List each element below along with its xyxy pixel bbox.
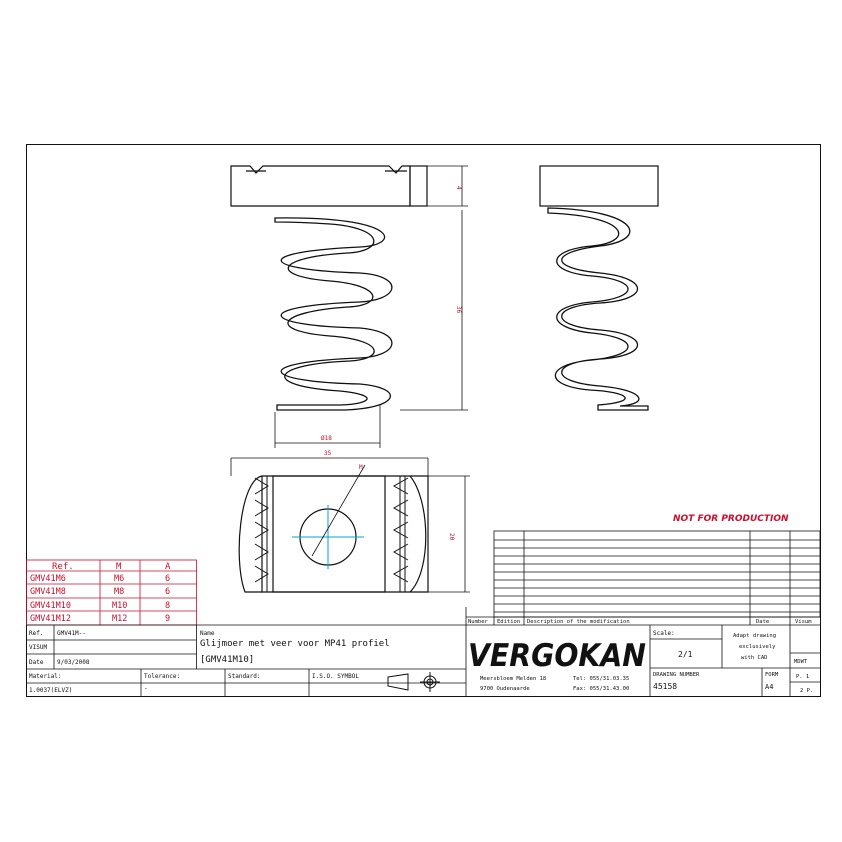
company-address-city: 9700 Oudenaarde [480,686,530,692]
title-block-grid [26,624,820,696]
ref-value: GMV41M-- [57,630,86,637]
date-label: Date [29,659,44,666]
company-tel: Tel: 055/31.03.35 [573,676,629,682]
page-number: P. 1 [796,674,809,680]
adapt-note-line3: with CAD [741,655,768,661]
drawing-number-value: 45158 [653,682,677,691]
part-code: [GMV41M10] [200,655,254,665]
ref-table-row: GMV41M8 [30,587,66,597]
side-spring [547,207,649,411]
scale-label: Scale: [653,630,675,637]
ref-table-row: M8 [114,587,124,597]
ref-table-row: 6 [165,574,170,584]
dimension-lines [230,165,470,593]
top-teeth-left [254,476,269,592]
mdwt-label: MDWT [794,659,808,665]
rev-header-visum: Visum [795,619,812,625]
drawing-number-label: DRAWING NUMBER [653,672,700,678]
ref-table-row: M10 [112,601,127,611]
material-value: 1.0037(ELVZ) [29,687,72,694]
rev-header-description: Description of the modification [527,619,630,625]
dim-nut-width: 35 [324,450,332,457]
form-value: A4 [765,683,773,691]
company-address-street: Meersbloem Melden 18 [480,676,546,682]
iso-symbol-label: I.S.O. SYMBOL [312,673,359,680]
company-fax: Fax: 055/31.43.00 [573,686,629,692]
ref-table-header-m: M [116,562,122,572]
ref-table-row: GMV41M12 [30,614,71,624]
company-logo: VERGOKAN [468,638,646,674]
front-nut-block [230,165,428,207]
drawing-frame [26,144,821,697]
dim-thread: M [359,464,363,471]
top-nut-outline [261,475,429,593]
material-label: Material: [29,673,62,680]
not-for-production-notice: NOT FOR PRODUCTION [673,514,789,524]
front-spring [274,217,393,411]
page-count: 2 P. [800,688,813,694]
ref-table-row: M6 [114,574,124,584]
ref-table-header-ref: Ref. [52,562,74,572]
ref-table-row: GMV41M6 [30,574,66,584]
top-view [238,475,429,593]
ref-table-row: 9 [165,614,170,624]
scale-value: 2/1 [678,650,693,659]
revision-table [465,530,821,625]
form-label: FORM [765,672,779,678]
tolerance-value: - [144,685,148,692]
side-view [539,165,659,411]
rev-header-date: Date [756,619,769,625]
standard-label: Standard: [228,673,261,680]
dim-spring-length: 36 [455,306,462,314]
dim-spring-diameter: Ø18 [321,435,332,442]
name-label: Name [200,630,215,637]
ref-label: Ref. [29,630,43,637]
visum-label: VISUM [29,644,47,651]
rev-header-number: Number [468,619,489,625]
front-view [230,165,428,411]
tolerance-label: Tolerance: [144,673,180,680]
adapt-note-line2: exclusively [739,644,776,650]
dim-nut-thickness: 4 [455,186,462,190]
ref-table-row: 6 [165,587,170,597]
centerlines [292,505,364,569]
dim-nut-depth: 20 [448,533,455,541]
adapt-note-line1: Adapt drawing [733,633,776,639]
projection-symbol [387,672,440,692]
date-value: 9/03/2008 [57,659,90,666]
ref-table-row: M12 [112,614,127,624]
ref-table-header-a: A [165,562,171,572]
rev-header-edition: Edition [497,619,520,625]
top-teeth-right [392,476,409,592]
ref-table-row: GMV41M10 [30,601,71,611]
part-name: Glijmoer met veer voor MP41 profiel [200,639,390,649]
side-nut-block [539,165,659,207]
ref-table-row: 8 [165,601,170,611]
